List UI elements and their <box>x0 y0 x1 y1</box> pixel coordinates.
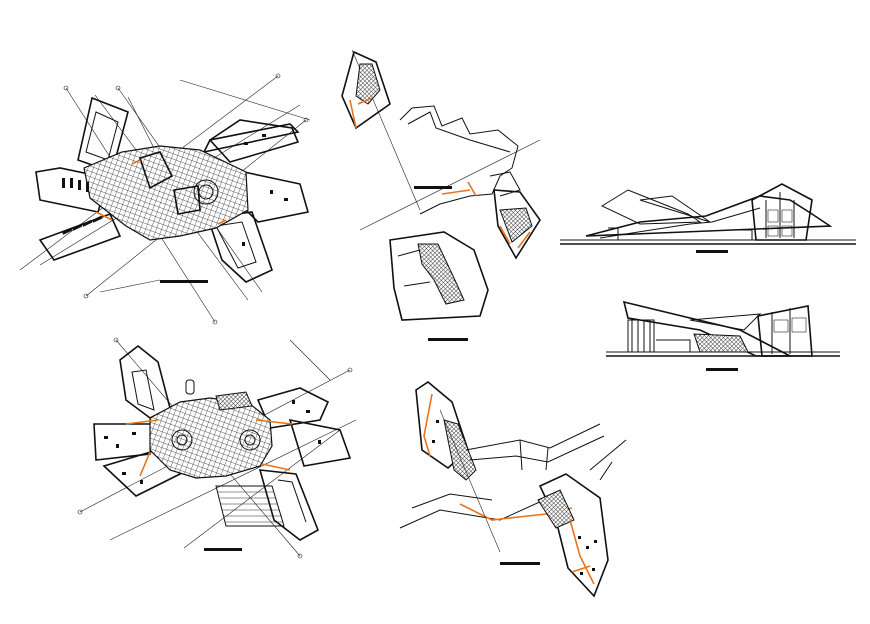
elevation-upper <box>560 183 856 253</box>
elevation-lower <box>606 300 840 371</box>
wing-south <box>206 211 273 283</box>
east-wing-site <box>538 473 609 598</box>
central-core-lower <box>149 397 273 479</box>
roof-peak <box>751 183 813 241</box>
view-title-bar <box>160 280 208 283</box>
wing-west-lower <box>93 423 155 461</box>
wing-southwest <box>38 212 122 261</box>
wing-southeast <box>237 171 310 223</box>
roof-left <box>600 189 702 225</box>
wing-south-lower <box>258 469 320 541</box>
wing-southwest-lower <box>102 447 182 497</box>
bleacher-block <box>215 485 285 527</box>
site-roads <box>399 423 627 529</box>
wing-north-lower <box>119 344 171 419</box>
floor-plan-upper <box>19 73 311 325</box>
furniture <box>62 134 288 246</box>
wing-east <box>202 123 300 154</box>
site-plan-lower <box>399 381 627 598</box>
furniture-site <box>432 420 597 575</box>
furniture-lower <box>104 400 321 484</box>
south-wing-plan <box>389 231 489 321</box>
site-plan-upper <box>341 49 541 341</box>
central-core <box>83 145 249 241</box>
site-outline <box>399 105 521 215</box>
floor-plan-lower <box>77 337 357 559</box>
north-wing-plan <box>341 50 391 130</box>
east-wing-plan <box>493 189 541 260</box>
